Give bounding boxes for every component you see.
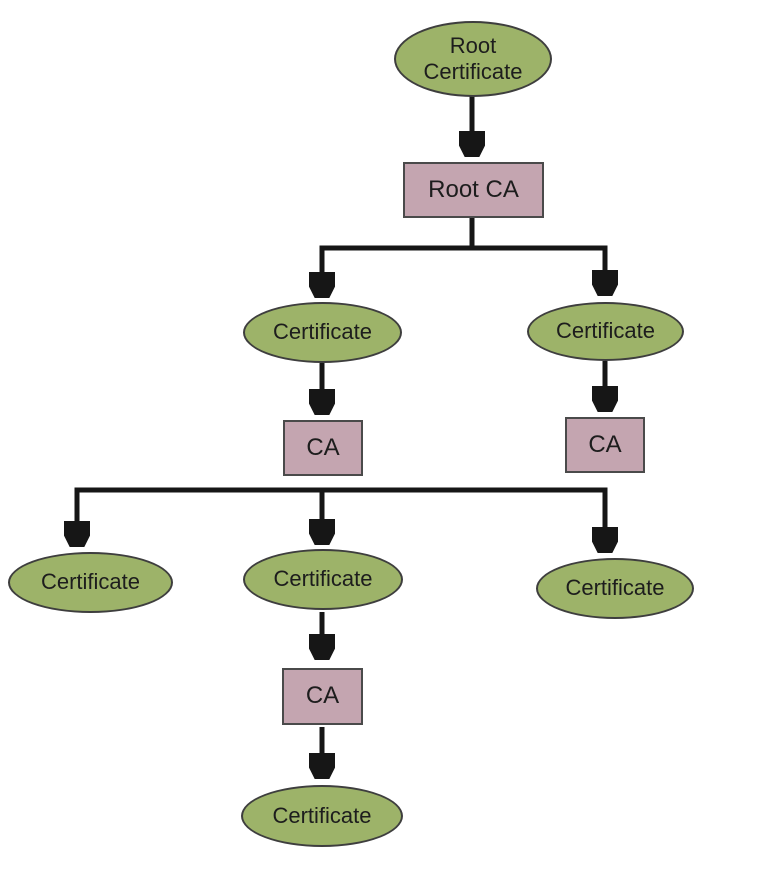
node-ca-left: CA (283, 420, 363, 476)
node-root-ca-label: Root CA (428, 175, 519, 203)
node-certificate-child-1-label: Certificate (40, 569, 141, 595)
node-certificate-right: Certificate (527, 302, 684, 361)
node-certificate-child-3: Certificate (536, 558, 694, 619)
node-ca-left-label: CA (306, 433, 340, 461)
node-certificate-bottom: Certificate (241, 785, 403, 847)
node-root-certificate: Root Certificate (394, 21, 552, 97)
node-certificate-left: Certificate (243, 302, 402, 363)
node-certificate-bottom-label: Certificate (272, 802, 372, 828)
node-ca-bottom: CA (282, 668, 363, 725)
node-certificate-child-2-label: Certificate (273, 566, 373, 592)
node-ca-right: CA (565, 417, 645, 473)
node-root-ca: Root CA (403, 162, 544, 218)
node-root-certificate-label: Root Certificate (423, 32, 523, 84)
node-certificate-left-label: Certificate (272, 319, 373, 345)
node-certificate-child-2: Certificate (243, 549, 403, 610)
node-certificate-child-3-label: Certificate (565, 575, 665, 601)
node-ca-bottom-label: CA (305, 682, 340, 710)
node-certificate-child-1: Certificate (8, 552, 173, 613)
node-certificate-right-label: Certificate (555, 318, 656, 344)
node-ca-right-label: CA (588, 430, 622, 458)
